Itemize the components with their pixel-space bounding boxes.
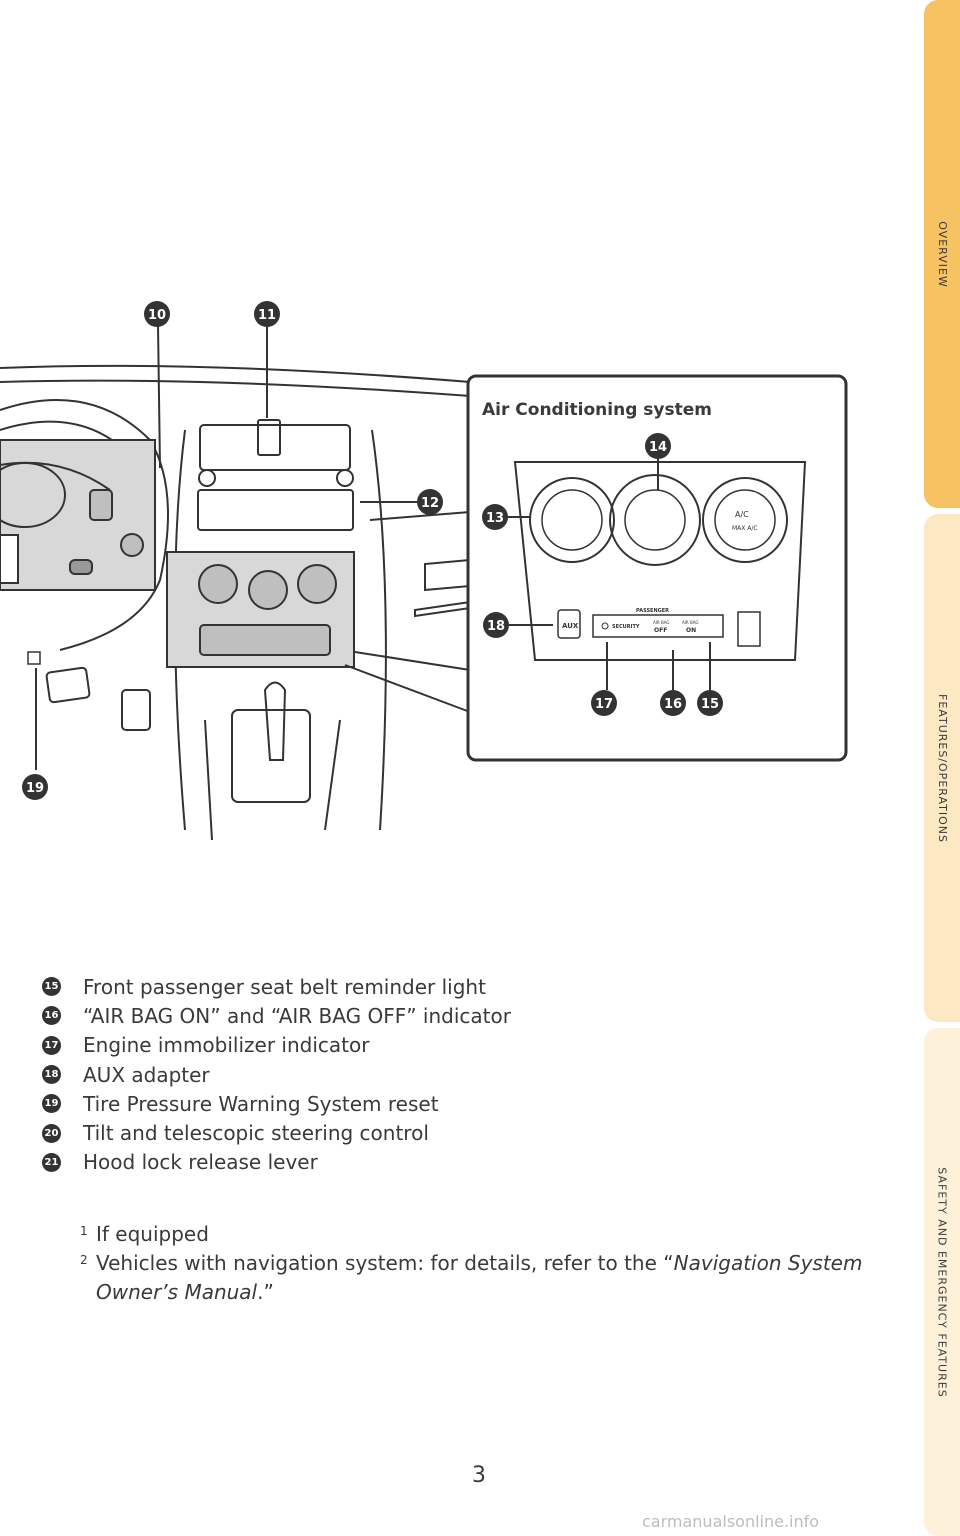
legend-text: Engine immobilizer indicator — [83, 1033, 370, 1058]
legend-number-18: 18 — [42, 1065, 61, 1085]
legend-number-16: 16 — [42, 1006, 61, 1026]
page-number: 3 — [472, 1463, 486, 1488]
legend-number-21: 21 — [42, 1152, 61, 1172]
callout-18: 18 — [487, 619, 505, 634]
legend-text: Tire Pressure Warning System reset — [83, 1091, 439, 1116]
footnotes: 1 If equipped 2 Vehicles with navigation s… — [80, 1220, 870, 1307]
legend-text: Front passenger seat belt reminder light — [83, 974, 486, 999]
legend-list: 15 Front passenger seat belt reminder li… — [42, 972, 862, 1177]
legend-text: AUX adapter — [83, 1062, 210, 1087]
callout-17: 17 — [595, 697, 613, 712]
tab-safety-label: SAFETY AND EMERGENCY FEATURES — [935, 1166, 949, 1398]
legend-number-20: 20 — [42, 1123, 61, 1143]
footnote-1: 1 If equipped — [80, 1220, 870, 1249]
footnote-marker: 1 — [80, 1224, 88, 1238]
tab-features-label: FEATURES/OPERATIONS — [935, 693, 949, 843]
callout-15: 15 — [701, 697, 719, 712]
footnote-end: .” — [257, 1280, 274, 1304]
legend-number-15: 15 — [42, 977, 61, 997]
legend-text: “AIR BAG ON” and “AIR BAG OFF” indicator — [83, 1003, 511, 1028]
max-ac-label: MAX A/C — [732, 525, 758, 532]
footnote-text: Vehicles with navigation system: for det… — [96, 1251, 674, 1275]
callout-12: 12 — [421, 496, 439, 511]
inset-title: Air Conditioning system — [482, 400, 712, 420]
callout-14: 14 — [649, 440, 667, 455]
airbag-off-label: OFF — [654, 627, 667, 634]
manual-title: Navigation System Owner’s Manual — [96, 1251, 863, 1304]
section-tabs: OVERVIEW FEATURES/OPERATIONS SAFETY AND … — [924, 0, 960, 1536]
footnote-2: 2 Vehicles with navigation system: for de… — [80, 1249, 870, 1307]
airbag-off-title: AIR BAG — [653, 620, 669, 625]
watermark: carmanualsonline.info — [642, 1512, 820, 1531]
dashboard-illustration: Air Conditioning system A/C MAX A/C AUX … — [0, 301, 848, 841]
callout-16: 16 — [664, 697, 682, 712]
aux-label: AUX — [562, 622, 579, 630]
tab-overview-label: OVERVIEW — [935, 220, 949, 288]
ac-label: A/C — [735, 510, 749, 519]
legend-item: 16 “AIR BAG ON” and “AIR BAG OFF” indica… — [42, 1001, 862, 1030]
airbag-on-title: AIR BAG — [682, 620, 698, 625]
legend-number-17: 17 — [42, 1035, 61, 1055]
legend-number-19: 19 — [42, 1094, 61, 1114]
legend-item: 21 Hood lock release lever — [42, 1148, 862, 1177]
footnote-marker: 2 — [80, 1253, 88, 1267]
callout-11: 11 — [258, 308, 276, 323]
legend-item: 17 Engine immobilizer indicator — [42, 1031, 862, 1060]
callout-10: 10 — [148, 308, 166, 323]
legend-text: Hood lock release lever — [83, 1150, 318, 1175]
airbag-on-label: ON — [686, 627, 696, 634]
tab-features[interactable] — [924, 514, 960, 1022]
legend-item: 15 Front passenger seat belt reminder li… — [42, 972, 862, 1001]
legend-text: Tilt and telescopic steering control — [83, 1121, 429, 1146]
callout-19: 19 — [26, 781, 44, 796]
legend-item: 20 Tilt and telescopic steering control — [42, 1118, 862, 1147]
security-label: SECURITY — [612, 624, 640, 630]
footnote-text: If equipped — [96, 1222, 209, 1246]
legend-item: 18 AUX adapter — [42, 1060, 862, 1089]
legend-item: 19 Tire Pressure Warning System reset — [42, 1089, 862, 1118]
passenger-label: PASSENGER — [636, 608, 669, 614]
tab-overview[interactable] — [924, 0, 960, 508]
tab-safety[interactable] — [924, 1028, 960, 1536]
callout-13: 13 — [486, 511, 504, 526]
